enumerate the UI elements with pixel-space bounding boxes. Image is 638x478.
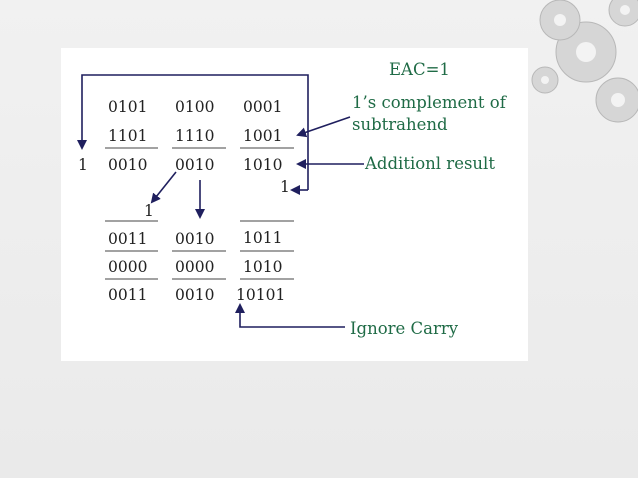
addition-result-label: Additionl result: [364, 154, 495, 173]
result-digit-1: 0011: [108, 230, 147, 248]
complement-pointer-arrow: [296, 116, 351, 138]
complement-label-line2: subtrahend: [352, 115, 448, 134]
sum-digit-1: 0010: [108, 156, 147, 174]
correction-digit-3: 1010: [243, 258, 282, 276]
gear-icon: [539, 0, 581, 41]
final-digit-3: 10101: [236, 286, 285, 304]
eac-label: EAC=1: [389, 60, 450, 79]
complement-digit-2: 1110: [175, 127, 214, 145]
gear-icon: [608, 0, 638, 27]
gear-icon: [595, 77, 638, 123]
minuend-digit-1: 0101: [108, 98, 147, 116]
complement-label-line1: 1’s complement of: [352, 93, 508, 112]
sum-digit-3: 1010: [243, 156, 282, 174]
result-digit-2: 0010: [175, 230, 214, 248]
end-around-carry-digit: 1: [280, 178, 290, 196]
correction-digit-2: 0000: [175, 258, 214, 276]
complement-digit-1: 1101: [108, 127, 147, 145]
carry-diagonal-arrow: [150, 171, 177, 204]
minuend-digit-3: 0001: [243, 98, 282, 116]
ignore-carry-arrow: [235, 303, 345, 328]
complement-digit-3: 1001: [243, 127, 282, 145]
result-digit-3: 1011: [243, 229, 282, 247]
sum-digit-2: 0010: [175, 156, 214, 174]
gear-icons: [531, 0, 638, 123]
sum-carry: 1: [78, 156, 88, 174]
content-panel: [61, 48, 528, 361]
final-digit-2: 0010: [175, 286, 214, 304]
carry-in-digit: 1: [144, 202, 154, 220]
correction-digit-1: 0000: [108, 258, 147, 276]
final-digit-1: 0011: [108, 286, 147, 304]
end-around-carry-loop-arrow: [77, 74, 309, 190]
minuend-digit-2: 0100: [175, 98, 214, 116]
gear-icon: [531, 66, 559, 94]
ignore-carry-label: Ignore Carry: [350, 319, 459, 338]
